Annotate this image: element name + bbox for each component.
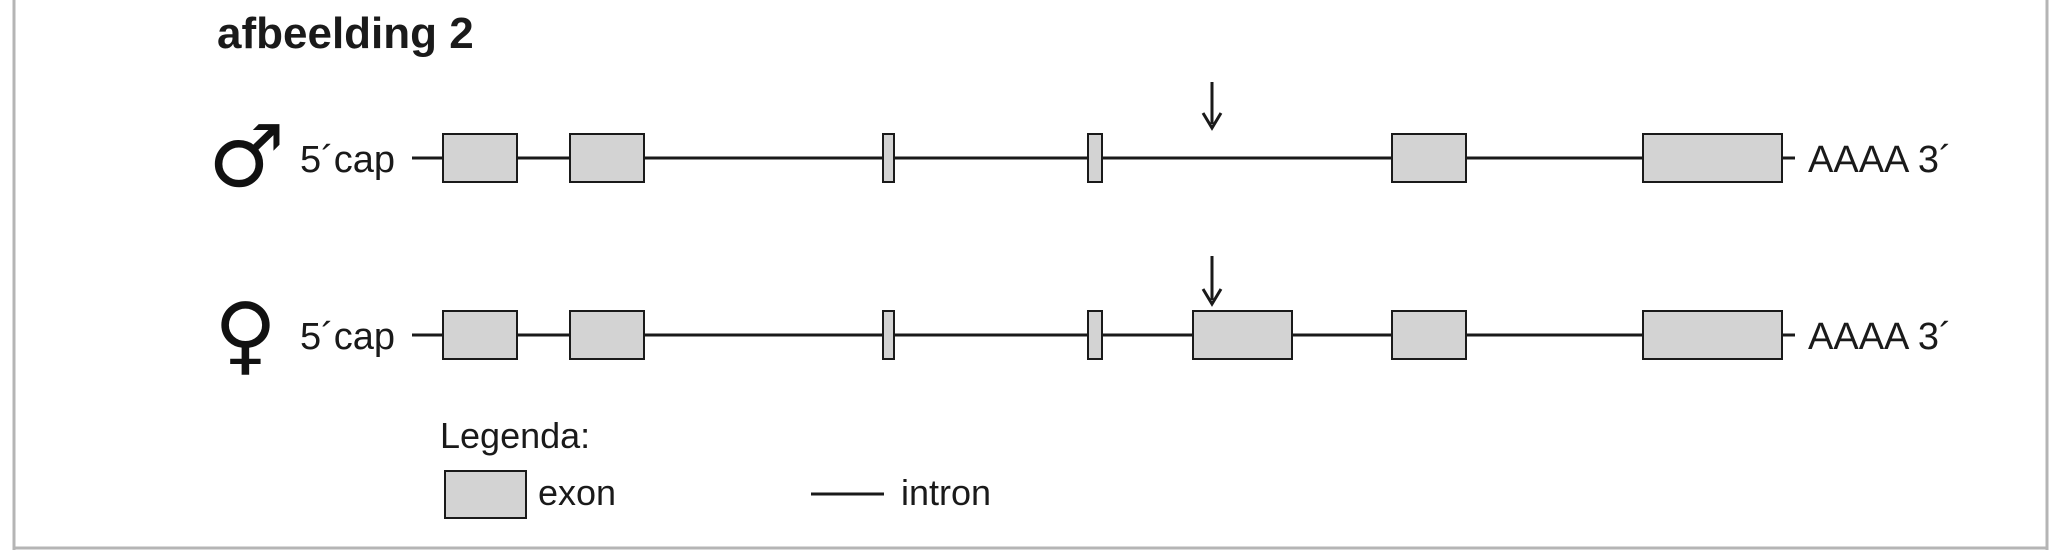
- legend-exon-label: exon: [538, 472, 616, 513]
- female-exon: [442, 310, 518, 360]
- legend: Legenda: exon intron: [440, 415, 991, 519]
- female-symbol-icon: ♀: [214, 285, 277, 385]
- female-exon: [1391, 310, 1467, 360]
- male-exon: [442, 133, 518, 183]
- male-exon: [1391, 133, 1467, 183]
- male-right-label: AAAA 3´: [1808, 139, 1952, 181]
- male-symbol-icon: ♂: [208, 107, 285, 207]
- legend-exon-swatch: [444, 470, 527, 519]
- figure-title: afbeelding 2: [217, 9, 474, 58]
- male-transcript-row: ♂ 5´cap AAAA 3´: [208, 82, 1952, 207]
- legend-intron-label: intron: [901, 472, 991, 513]
- female-exon: [882, 310, 895, 360]
- female-exon: [1087, 310, 1103, 360]
- female-exon: [569, 310, 645, 360]
- down-arrow-icon: [1201, 82, 1223, 131]
- male-exon: [1087, 133, 1103, 183]
- female-exon: [1642, 310, 1783, 360]
- male-left-label: 5´cap: [300, 139, 395, 181]
- female-extra-exon: [1192, 310, 1293, 360]
- male-exon: [882, 133, 895, 183]
- male-exon: [569, 133, 645, 183]
- female-left-label: 5´cap: [300, 316, 395, 358]
- female-transcript-row: ♀ 5´cap AAAA 3´: [214, 256, 1952, 385]
- female-right-label: AAAA 3´: [1808, 316, 1952, 358]
- legend-heading: Legenda:: [440, 415, 590, 456]
- down-arrow-icon: [1201, 256, 1223, 307]
- male-exon: [1642, 133, 1783, 183]
